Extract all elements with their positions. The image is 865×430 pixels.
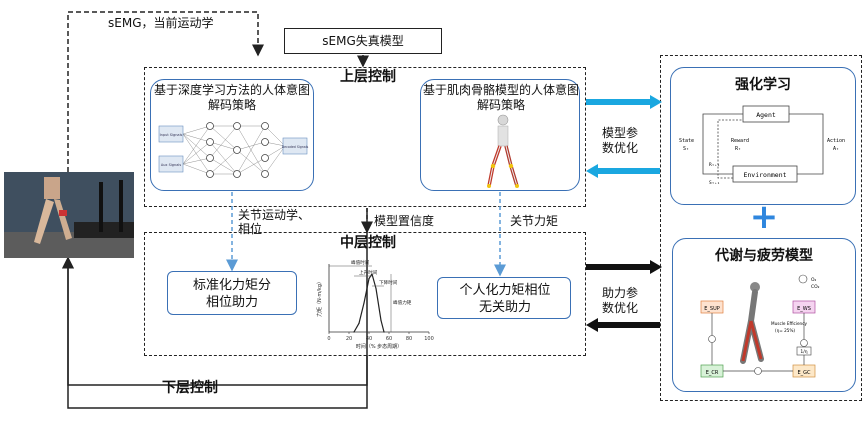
- x-tick-label: 0: [327, 336, 330, 342]
- plus-sign: +: [749, 197, 779, 237]
- musculoskeletal-box: 基于肌肉骨骼模型的人体意图解码策略: [420, 79, 580, 191]
- x-tick-label: 20: [346, 336, 352, 342]
- standard-torque-label: 标准化力矩分相位助力: [192, 278, 271, 310]
- musculoskeletal-label: 基于肌肉骨骼模型的人体意图解码策略: [423, 83, 579, 113]
- x-tick-label: 80: [406, 336, 412, 342]
- rl-environment: Environment: [743, 171, 786, 179]
- metab-eta: (η= 25%): [775, 328, 795, 333]
- torque-point: [375, 287, 377, 290]
- rl-action-sym: Aₜ: [833, 146, 839, 152]
- rl-reward-sym: Rₜ: [735, 146, 741, 152]
- rl-agent: Agent: [756, 111, 776, 119]
- reinforcement-learning-box: 强化学习 Agent Environment State Sₜ Reward R…: [670, 67, 856, 205]
- neural-network-graphic: Input Signals Aux Signals Decoded Signal…: [158, 122, 309, 178]
- joint-kinematics-label: 关节运动学、相位: [238, 208, 311, 236]
- metab-e-ws: E_WS: [797, 306, 811, 312]
- semg-sim-model-label: sEMG失真模型: [322, 34, 404, 48]
- nn-input2: Aux Signals: [161, 163, 182, 167]
- chart-annotation: 上升时间: [359, 269, 378, 276]
- chart-annotation: 峰值时间: [351, 259, 370, 266]
- middle-control-title: 中层控制: [340, 235, 396, 251]
- rl-state-sym: Sₜ: [683, 146, 689, 152]
- torque-point: [383, 331, 385, 333]
- joint-torque-label: 关节力矩: [510, 214, 559, 228]
- reinforcement-learning-title: 强化学习: [735, 77, 791, 93]
- assist-param-opt-label: 助力参数优化: [601, 286, 638, 315]
- metabolism-diagram: E_SUP E_WS E_CR E_GC O₂ CO₂ Muscle Effic…: [700, 274, 820, 378]
- metab-e-sup: E_SUP: [704, 306, 720, 312]
- torque-point: [363, 302, 365, 304]
- torque-point: [380, 319, 382, 321]
- torque-profile-chart: 0 20 40 60 80 100 峰值时间上升时间下降时间峰值力矩时间（% 步态周期） 力矩…: [303, 250, 437, 350]
- metab-muscle-eff: Muscle Efficiency: [771, 321, 808, 326]
- upper-control-title: 上层控制: [340, 69, 396, 85]
- metabolism-fatigue-box: 代谢与疲劳模型 E_SUP E_WS E_CR E_GC O₂ CO₂ Musc…: [672, 238, 856, 392]
- chart-axes: [328, 264, 429, 333]
- lower-control-title: 下层控制: [162, 380, 218, 396]
- chart-xlabel: 时间（% 步态周期）: [356, 343, 402, 350]
- metab-one-over-eta: 1/η: [800, 349, 807, 355]
- x-tick-label: 60: [386, 336, 392, 342]
- nn-output: Decoded Signals: [282, 145, 309, 149]
- model-param-opt-label: 模型参数优化: [601, 126, 638, 155]
- personal-torque-label: 个人化力矩相位无关助力: [459, 283, 551, 315]
- semg-kinematics-label: sEMG，当前运动学: [108, 16, 214, 30]
- standard-torque-box: 标准化力矩分相位助力: [167, 271, 297, 315]
- torque-point: [371, 273, 373, 275]
- x-tick-label: 100: [424, 336, 434, 342]
- personal-torque-box: 个人化力矩相位无关助力: [437, 277, 571, 319]
- metabolism-fatigue-title: 代谢与疲劳模型: [715, 248, 813, 264]
- rl-reward: Reward: [731, 138, 749, 144]
- rl-state: State: [679, 138, 694, 144]
- torque-point: [368, 278, 370, 280]
- right-optimization-frame: [660, 55, 862, 401]
- metab-co2: CO₂: [811, 284, 820, 290]
- model-confidence-label: 模型置信度: [374, 214, 435, 228]
- metab-e-gc: E_GC: [797, 370, 811, 376]
- metab-o2: O₂: [811, 277, 817, 283]
- torque-point: [353, 331, 355, 333]
- treadmill-photo: [4, 172, 134, 258]
- rl-r-next: Rₜ₊₁: [709, 162, 720, 168]
- upper-control-frame: [144, 67, 586, 207]
- skeleton-model-graphic: [487, 114, 519, 188]
- rl-s-next: Sₜ₊₁: [709, 180, 720, 186]
- chart-annotation: 下降时间: [379, 279, 398, 286]
- deep-learning-text: 基于深度学习方法的人体意图解码策略: [153, 83, 310, 112]
- deep-learning-box: 基于深度学习方法的人体意图解码策略 Input Signals Aux Sign…: [150, 79, 314, 191]
- semg-sim-model-box: sEMG失真模型: [284, 28, 442, 54]
- chart-ylabel: 力矩（N·m/kg）: [316, 279, 323, 317]
- rl-loop-diagram: Agent Environment State Sₜ Reward Rₜ Act…: [679, 105, 845, 186]
- x-tick-label: 40: [366, 336, 372, 342]
- chart-annotation: 峰值力矩: [393, 299, 412, 306]
- torque-curve: [353, 273, 385, 333]
- rl-action: Action: [827, 138, 845, 144]
- torque-point: [358, 322, 360, 324]
- deep-learning-label: 基于深度学习方法的人体意图解码策略: [151, 83, 313, 113]
- nn-input1: Input Signals: [160, 133, 183, 137]
- musculoskeletal-text: 基于肌肉骨骼模型的人体意图解码策略: [423, 83, 580, 112]
- metab-e-cr: E_CR: [706, 370, 719, 376]
